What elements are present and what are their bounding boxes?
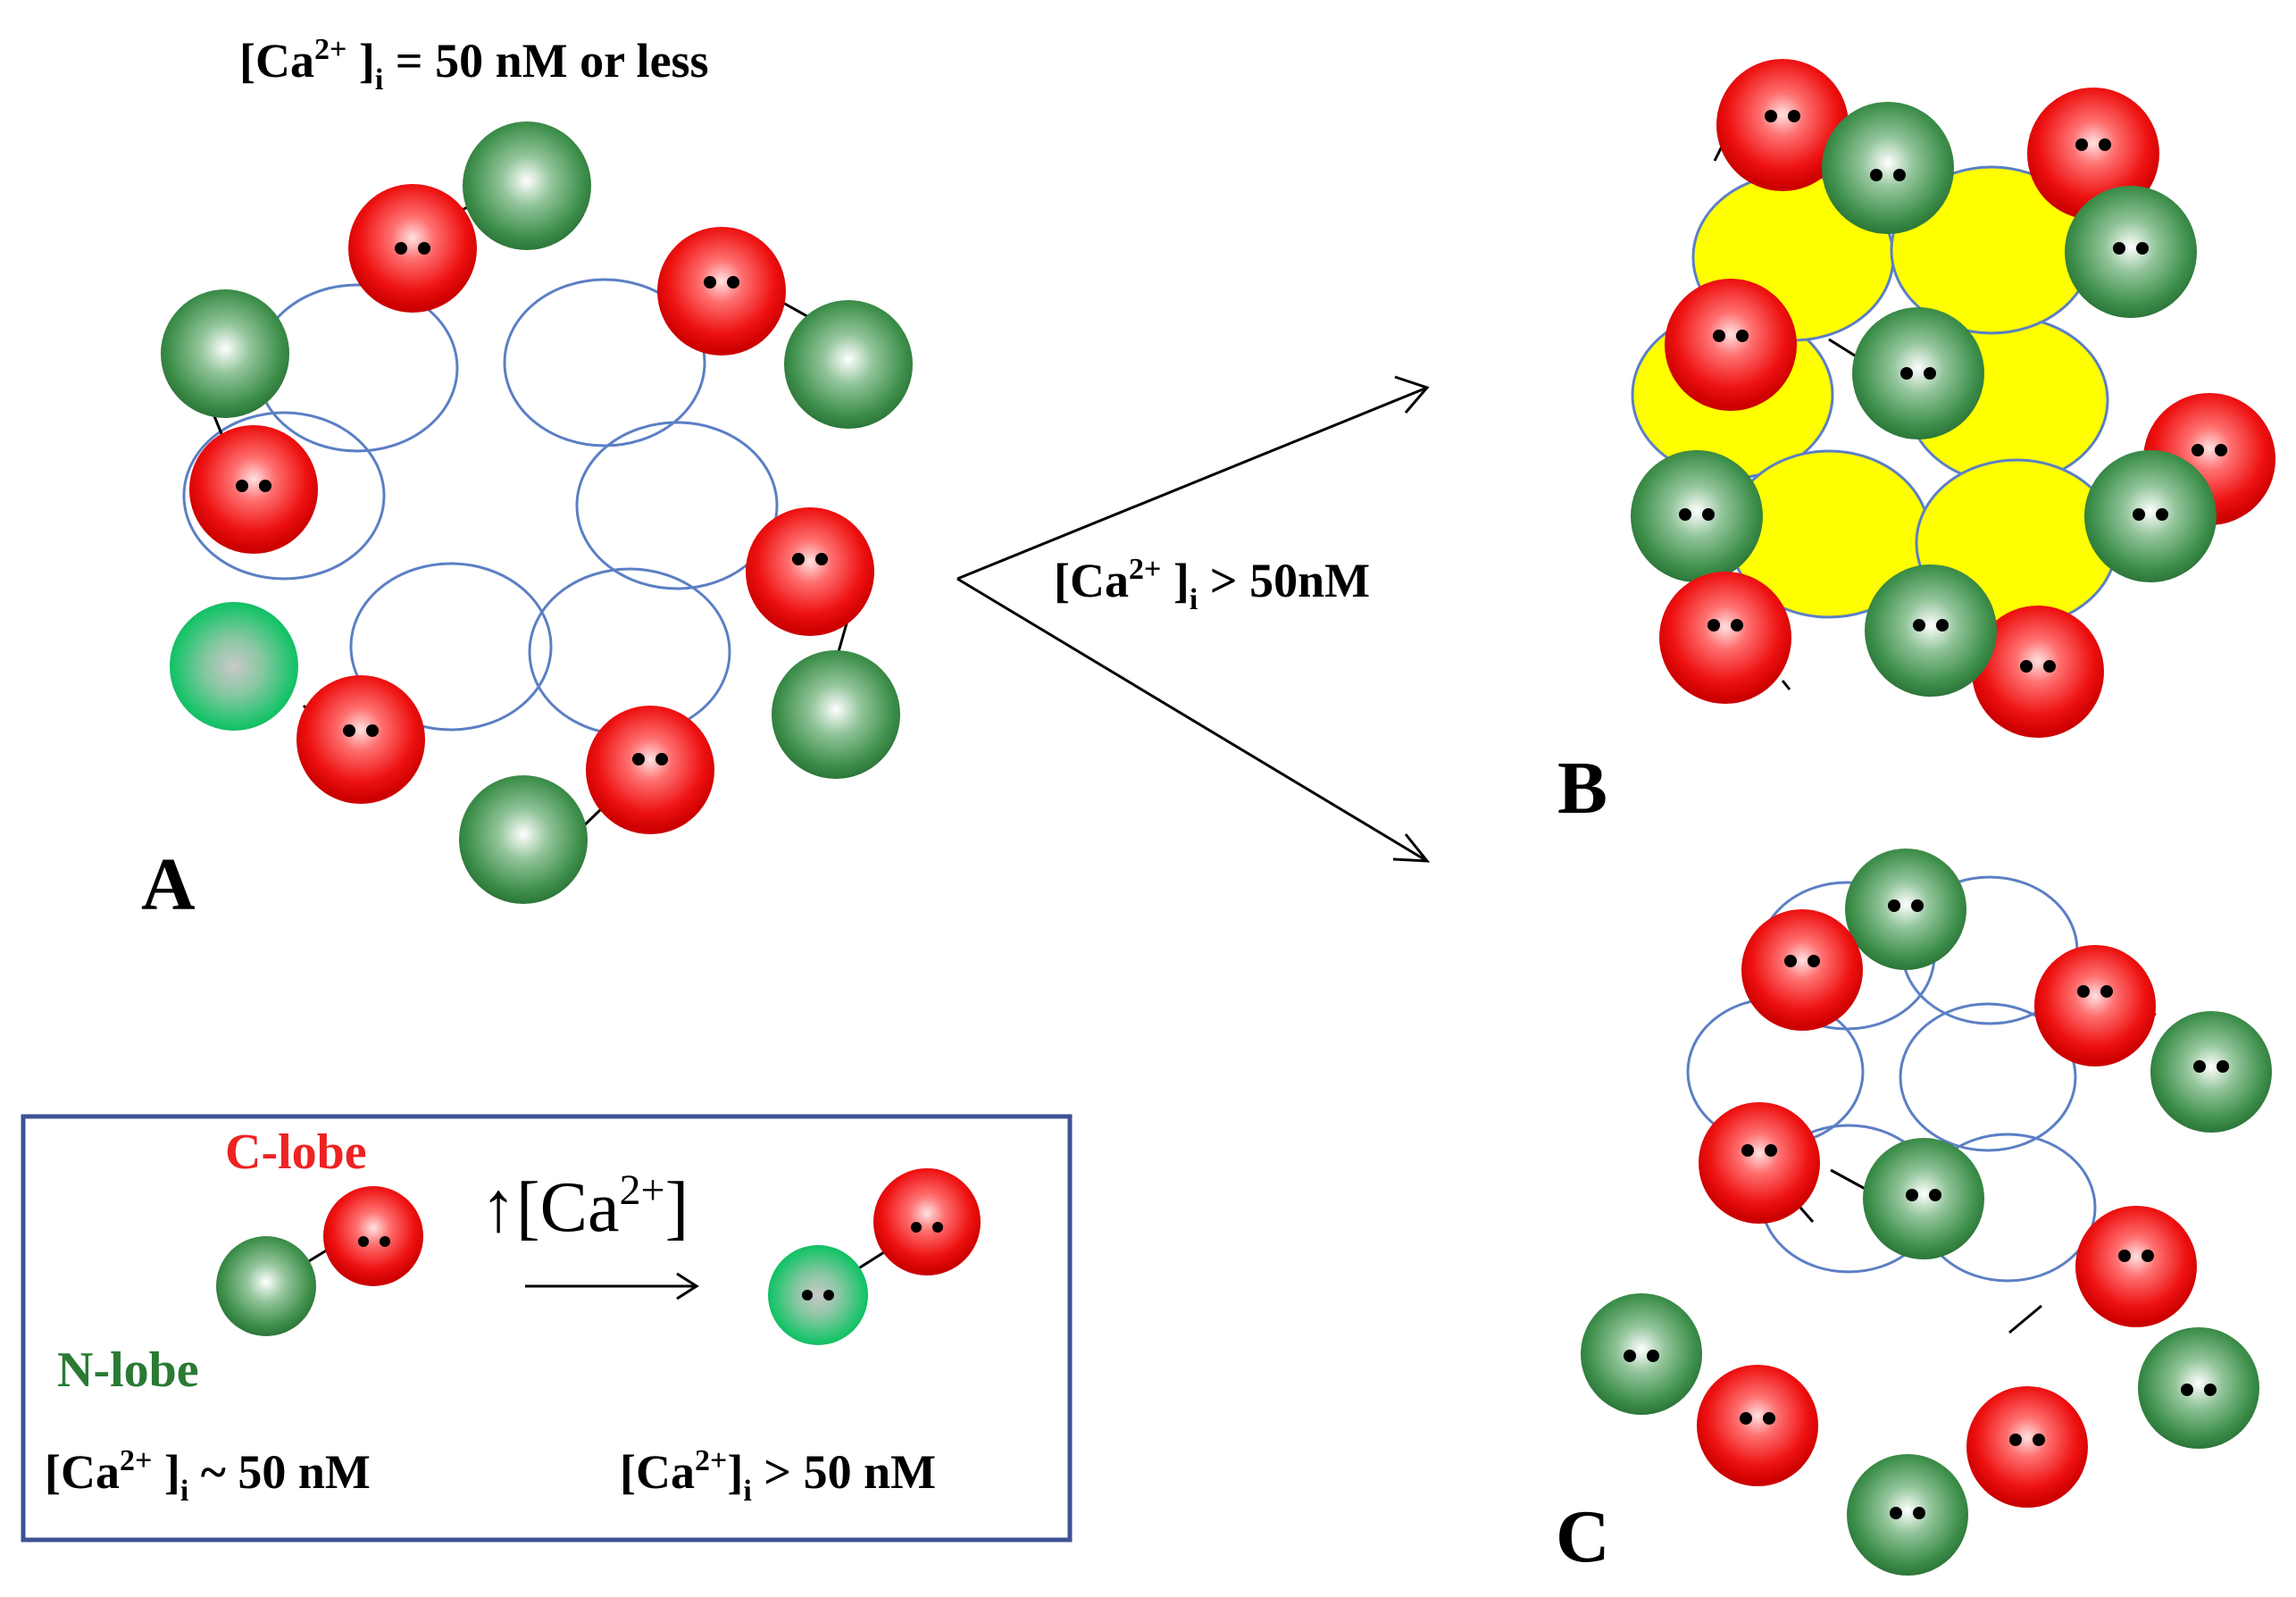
n-lobe bbox=[2150, 1011, 2272, 1133]
legend-right-condition: [Ca2+]i > 50 nM bbox=[620, 1444, 936, 1508]
legend-n-lobe bbox=[216, 1236, 316, 1336]
c-lobe bbox=[1972, 606, 2104, 738]
c-lobe bbox=[1697, 1365, 1818, 1486]
n-lobe-bright bbox=[170, 602, 298, 731]
panel-a-label: A bbox=[141, 843, 196, 926]
legend-c-lobe bbox=[873, 1168, 981, 1275]
legend-c-lobe-label: C-lobe bbox=[225, 1125, 367, 1180]
calmodulin-b bbox=[1631, 59, 2275, 738]
calmodulin-c bbox=[1581, 849, 2272, 1576]
n-lobe bbox=[2065, 186, 2197, 318]
panel-a-condition-label: [Ca2+ ]i = 50 nM or less bbox=[239, 33, 709, 96]
calmodulin-a bbox=[161, 121, 913, 904]
legend-n-lobe-label: N-lobe bbox=[57, 1342, 199, 1398]
c-lobe bbox=[1665, 279, 1797, 411]
panel-b-label: B bbox=[1557, 747, 1607, 830]
legend-n-lobe-bright bbox=[768, 1245, 868, 1345]
n-lobe bbox=[1865, 564, 1997, 697]
svg-text:C: C bbox=[1556, 1495, 1610, 1578]
c-lobe bbox=[348, 184, 477, 313]
n-lobe bbox=[772, 650, 900, 779]
lobe-eyes-a bbox=[236, 242, 828, 765]
n-lobe bbox=[1845, 849, 1966, 970]
n-lobe bbox=[784, 300, 913, 429]
c-lobe bbox=[1716, 59, 1849, 191]
legend-c-lobe bbox=[323, 1186, 423, 1286]
channel-subunit bbox=[503, 278, 706, 447]
n-lobe bbox=[2138, 1327, 2259, 1449]
c-lobe bbox=[1659, 572, 1791, 704]
legend-transition-arrow bbox=[525, 1272, 699, 1300]
channel-subunit bbox=[349, 562, 553, 732]
channel-subunits-a bbox=[182, 278, 779, 737]
lobe-eyes-b bbox=[1679, 110, 2227, 673]
c-lobe bbox=[2034, 945, 2156, 1066]
svg-text:[Ca2+ ]i > 50nM: [Ca2+ ]i > 50nM bbox=[1054, 553, 1370, 616]
n-lobe bbox=[2084, 450, 2217, 582]
n-lobe bbox=[1822, 102, 1954, 234]
c-lobe bbox=[746, 507, 874, 636]
c-lobe bbox=[586, 706, 714, 834]
channel-subunit bbox=[1899, 1002, 2077, 1152]
channel-subunit bbox=[575, 421, 779, 590]
lobe-eyes-c bbox=[1624, 899, 2229, 1519]
c-lobe bbox=[189, 425, 318, 554]
n-lobe bbox=[459, 775, 588, 904]
n-lobe bbox=[1852, 307, 1984, 439]
branch-arrows bbox=[956, 375, 1431, 863]
n-lobe bbox=[463, 121, 591, 250]
c-lobe bbox=[1966, 1386, 2088, 1508]
c-lobe bbox=[657, 227, 786, 355]
svg-text:B: B bbox=[1557, 747, 1607, 830]
c-lobe bbox=[1741, 909, 1863, 1031]
legend-box: C-lobe N-lobe ↑[Ca2+] [Ca2+ ]i ~ 50 nM [… bbox=[21, 1114, 1073, 1543]
n-lobe bbox=[1847, 1454, 1968, 1576]
c-lobe bbox=[2075, 1206, 2197, 1327]
arrow-condition-label: [Ca2+ ]i > 50nM bbox=[1054, 553, 1370, 616]
c-lobe bbox=[1699, 1102, 1820, 1224]
n-lobe bbox=[1581, 1293, 1702, 1415]
n-lobe bbox=[1863, 1138, 1984, 1259]
n-lobe bbox=[1631, 450, 1763, 582]
channel-subunit bbox=[182, 411, 386, 581]
c-lobe bbox=[296, 675, 425, 804]
legend-transition-label: ↑[Ca2+] bbox=[480, 1166, 689, 1247]
svg-text:A: A bbox=[141, 843, 196, 926]
legend-left-condition: [Ca2+ ]i ~ 50 nM bbox=[45, 1444, 371, 1508]
panel-c-label: C bbox=[1556, 1495, 1610, 1578]
svg-text:[Ca2+ ]i = 50 nM or less: [Ca2+ ]i = 50 nM or less bbox=[239, 33, 709, 96]
n-lobe bbox=[161, 289, 289, 418]
